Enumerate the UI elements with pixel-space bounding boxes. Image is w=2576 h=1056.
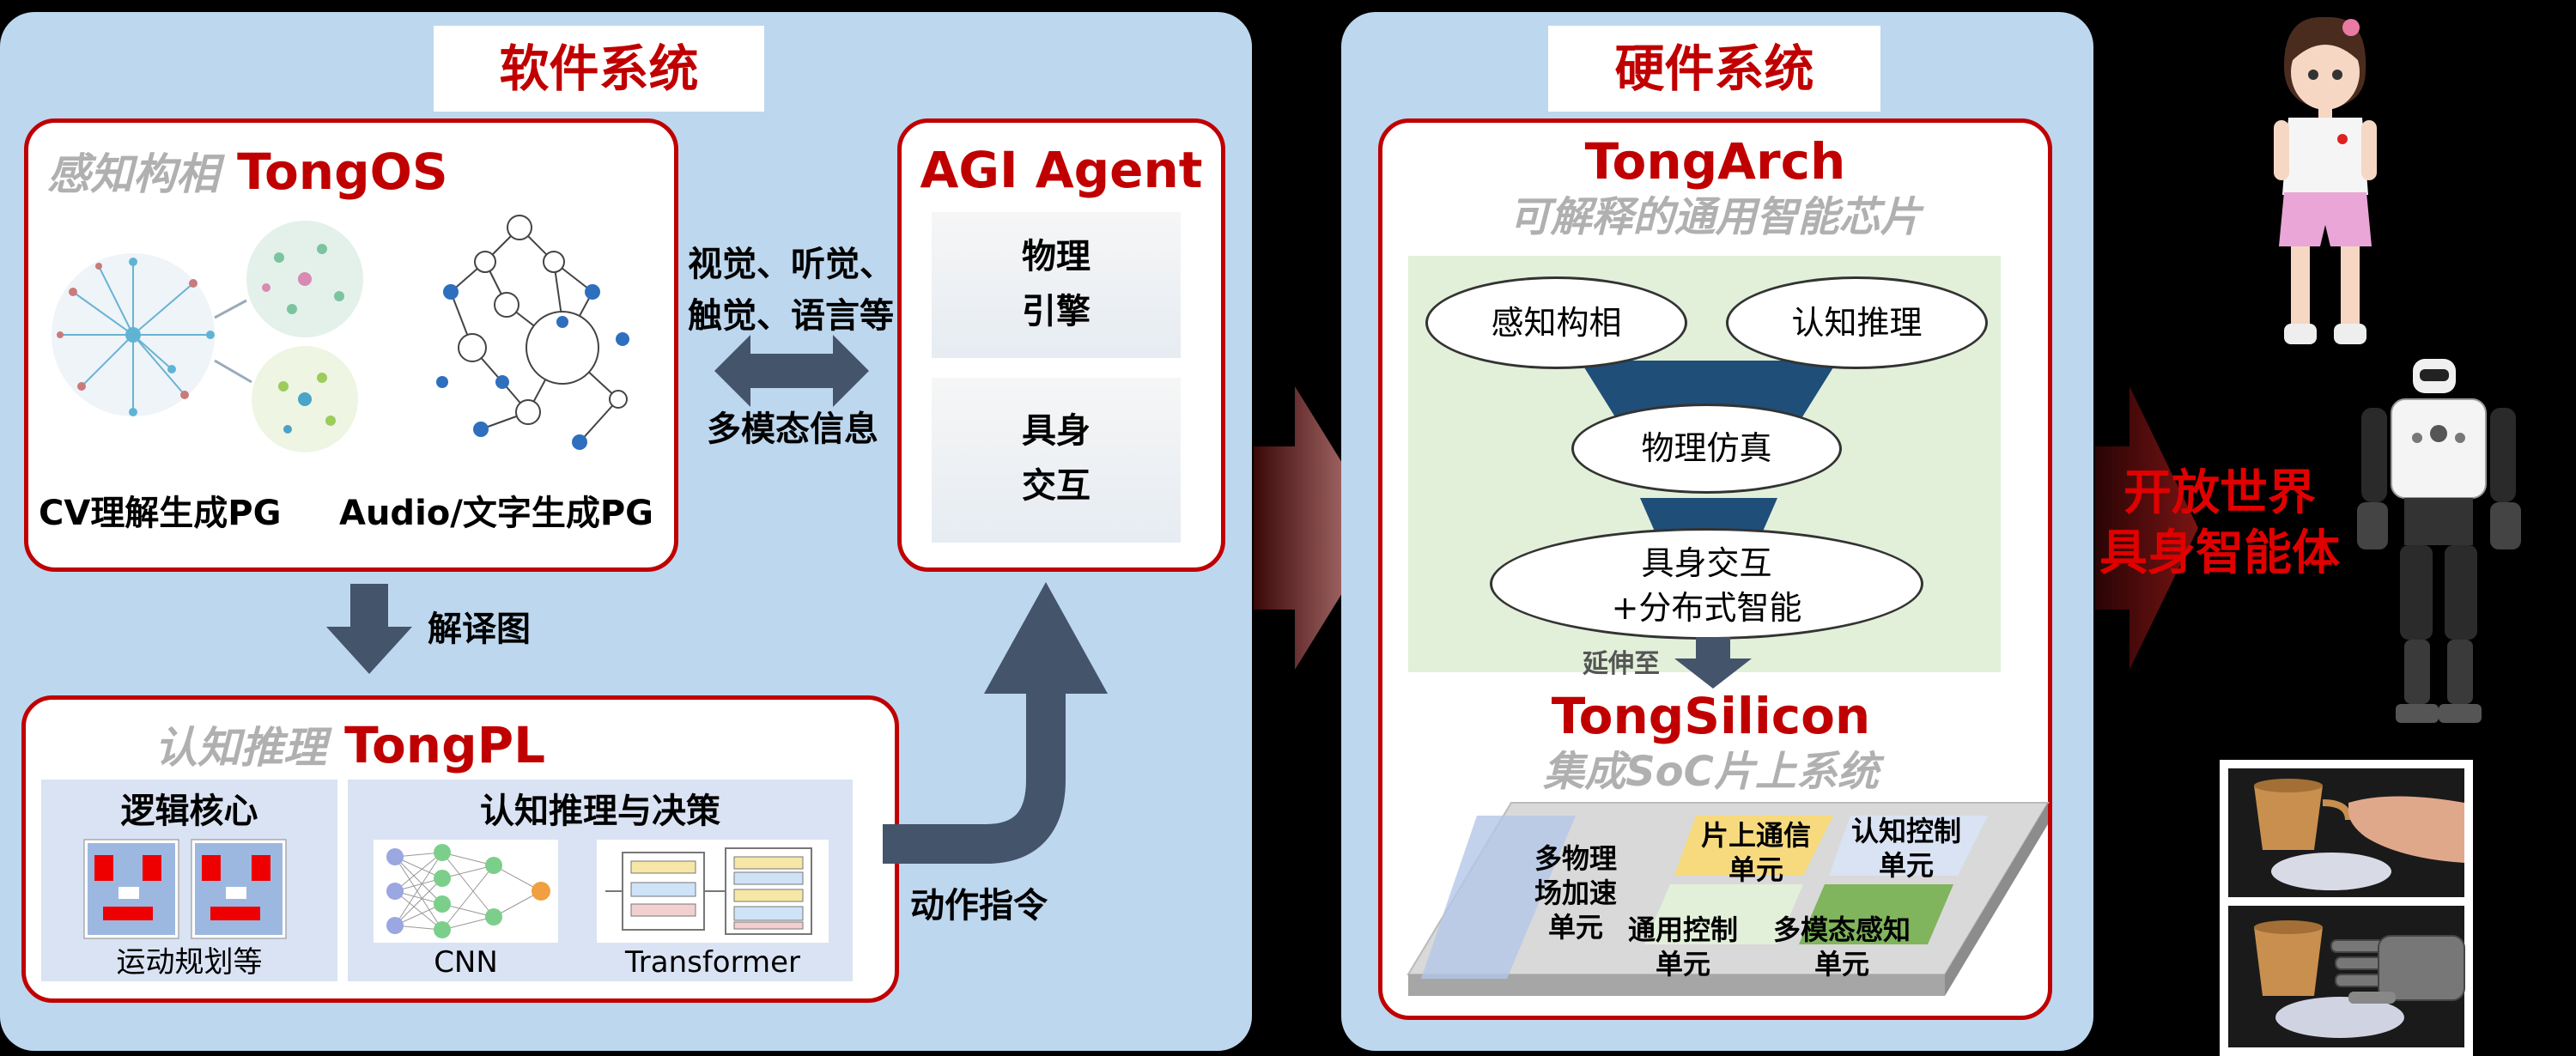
soc-unit-general-ctrl-line1: 通用控制 [1627, 913, 1738, 946]
tongpl-prefix: 认知推理 [155, 723, 326, 773]
reasoning-title: 认知推理与决策 [480, 792, 720, 831]
cognition-node: 认知推理 [1726, 276, 1988, 369]
soc-board [1406, 802, 2050, 996]
soc-unit-multimodal: 多模态感知 单元 [1760, 913, 1923, 981]
multimodal-label: 多模态信息 [707, 410, 878, 449]
tongos-title: 感知构相 TongOS [47, 137, 448, 206]
cnn-diagram-image [374, 840, 558, 943]
transformer-diagram-image [597, 840, 829, 943]
soc-unit-cognitive-ctrl-line2: 单元 [1878, 849, 1934, 882]
soc-unit-general-ctrl-line2: 单元 [1655, 948, 1710, 980]
down-arrow-icon [326, 584, 412, 674]
physics-sim-node: 物理仿真 [1571, 404, 1842, 494]
motion-planning-image [83, 839, 287, 939]
tongpl-name: TongPL [344, 716, 546, 774]
soc-unit-multimodal-line1: 多模态感知 [1772, 913, 1911, 946]
soc-unit-cognitive-ctrl: 认知控制 单元 [1833, 814, 1979, 883]
soc-unit-multimodal-line2: 单元 [1814, 948, 1869, 980]
logic-core-title: 逻辑核心 [120, 792, 258, 831]
soc-unit-physics-accel-line1: 多物理 [1534, 842, 1617, 875]
soc-unit-physics-accel-line2: 场加速 [1534, 877, 1617, 909]
human-hand-cup-photo [2228, 768, 2464, 897]
physics-engine-line2: 引擎 [1022, 292, 1091, 331]
modalities-text: 视觉、听觉、 触觉、语言等 [678, 239, 903, 342]
modalities-line2: 触觉、语言等 [688, 296, 894, 336]
embodied-node: 具身交互 +分布式智能 [1490, 528, 1923, 640]
tongpl-title: 认知推理 TongPL [155, 711, 545, 780]
embodied-node-line2: +分布式智能 [1611, 589, 1802, 627]
tongsilicon-title: TongSilicon [1551, 687, 1871, 745]
tongarch-title: TongArch [1584, 132, 1846, 191]
tongarch-subtitle: 可解释的通用智能芯片 [1509, 193, 1922, 241]
soc-unit-physics-accel-line3: 单元 [1547, 911, 1603, 944]
embodied-line2: 交互 [1022, 466, 1091, 506]
tongos-name: TongOS [237, 143, 448, 201]
robot-hand-cup-photo [2228, 906, 2465, 1047]
soc-unit-onchip-comm-line1: 片上通信 [1700, 819, 1811, 852]
perception-node: 感知构相 [1425, 276, 1687, 369]
cv-label: CV理解生成PG [39, 494, 282, 533]
soc-unit-onchip-comm-line2: 单元 [1728, 853, 1783, 886]
extend-label: 延伸至 [1583, 649, 1660, 679]
double-arrow-icon [714, 335, 869, 407]
agi-agent-title: AGI Agent [920, 141, 1203, 199]
audio-label: Audio/文字生成PG [339, 494, 654, 533]
soc-unit-general-ctrl: 通用控制 单元 [1610, 913, 1756, 981]
embodied-node-line1: 具身交互 [1641, 544, 1772, 582]
action-arrow-icon [883, 582, 1108, 864]
action-label: 动作指令 [910, 886, 1048, 926]
tongsilicon-subtitle: 集成SoC片上系统 [1543, 748, 1879, 796]
humanoid-robot-image [2357, 359, 2521, 723]
soc-unit-cognitive-ctrl-line1: 认知控制 [1850, 815, 1961, 847]
virtual-child-avatar [2274, 16, 2377, 344]
cnn-caption: CNN [434, 945, 498, 980]
result-line1: 开放世界 [2123, 465, 2316, 521]
result-line2: 具身智能体 [2099, 525, 2340, 581]
transformer-caption: Transformer [624, 945, 801, 980]
embodied-interaction-tile: 具身 交互 [932, 378, 1181, 543]
soc-unit-onchip-comm: 片上通信 单元 [1683, 818, 1829, 887]
hardware-header: 硬件系统 [1548, 26, 1880, 112]
result-arrow-icon [2095, 386, 2198, 670]
physics-engine-line1: 物理 [1022, 237, 1091, 276]
modalities-line1: 视觉、听觉、 [688, 245, 894, 284]
software-header: 软件系统 [434, 26, 764, 112]
flow-arrow-icon [1254, 386, 1382, 670]
cv-parse-graph-image [52, 221, 363, 452]
result-label: 开放世界 具身智能体 [2082, 464, 2357, 584]
audio-parse-graph-image [436, 215, 629, 450]
embodied-line1: 具身 [1022, 411, 1091, 451]
decode-label: 解译图 [428, 610, 531, 649]
physics-engine-tile: 物理 引擎 [932, 212, 1181, 358]
soc-unit-physics-accel: 多物理 场加速 单元 [1511, 841, 1640, 944]
logic-core-caption: 运动规划等 [116, 945, 263, 980]
extend-arrow-icon [1674, 637, 1752, 689]
tongos-prefix: 感知构相 [47, 149, 219, 199]
